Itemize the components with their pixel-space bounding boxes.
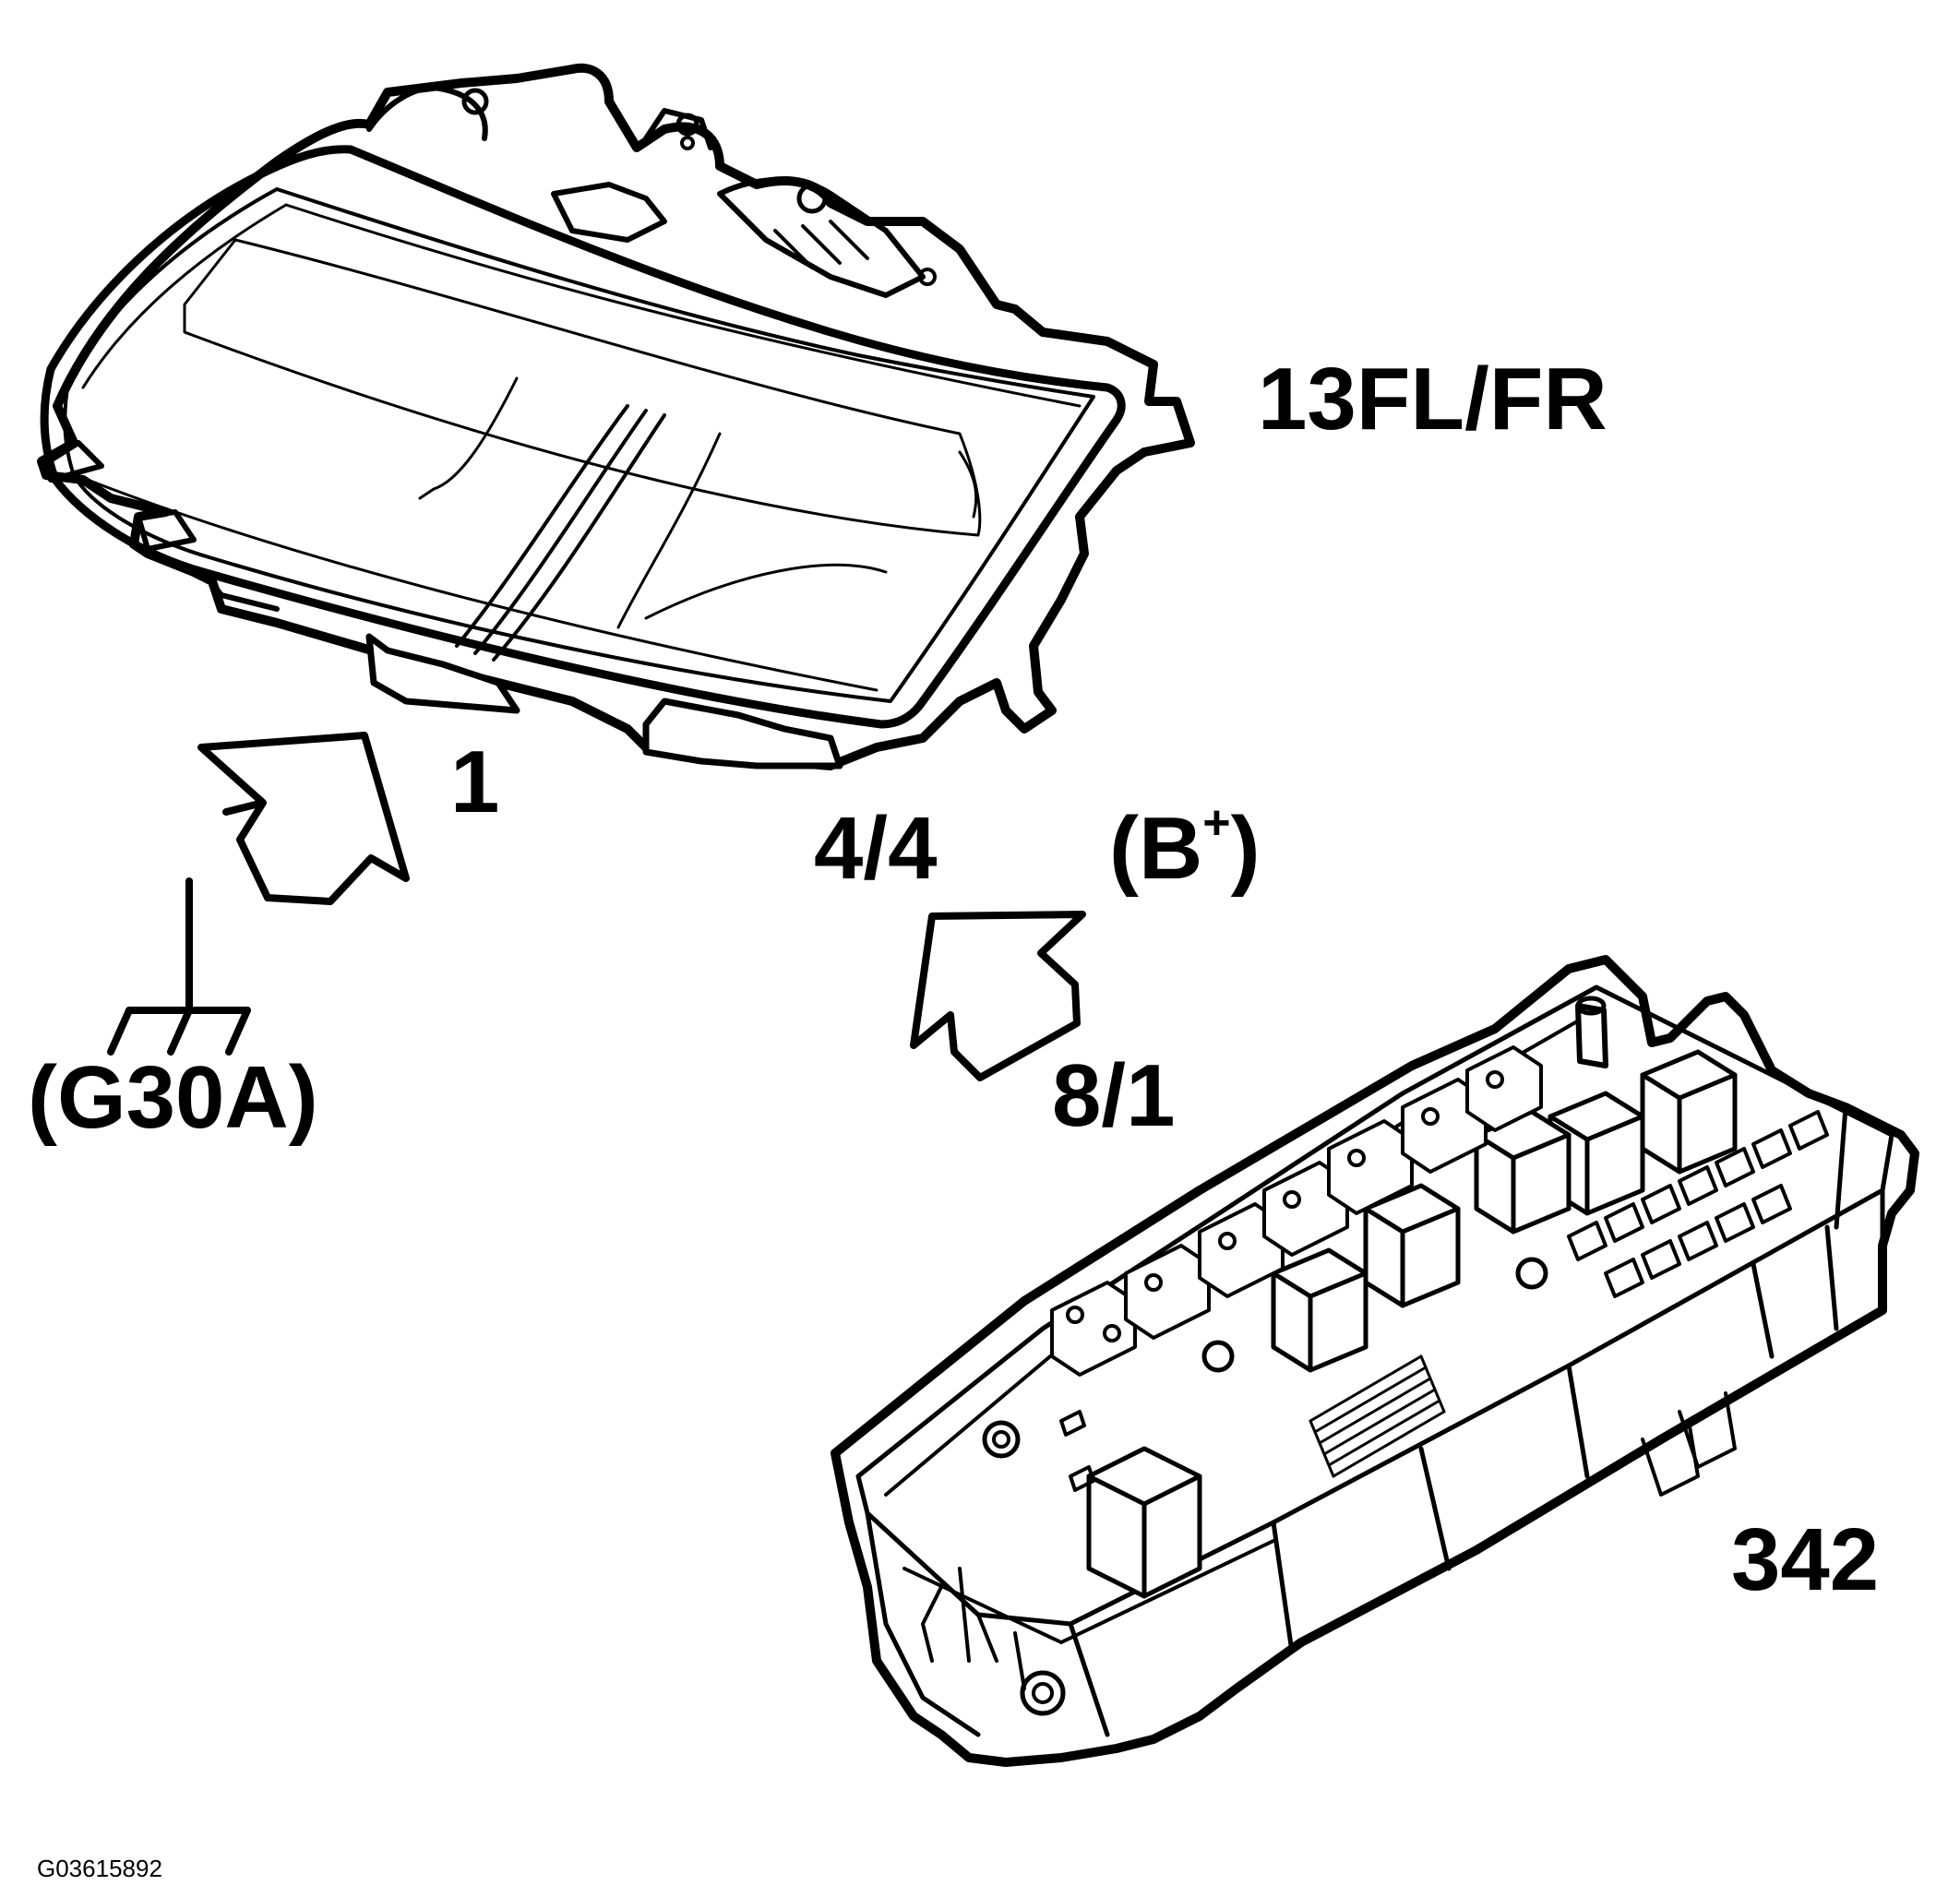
- arrow-icon-headlamp-ground: [197, 732, 410, 905]
- headlamp-pin-label: 1: [450, 733, 500, 831]
- headlamp-drawing: [37, 63, 1195, 770]
- battery-label-prefix: (B: [1109, 799, 1203, 898]
- battery-positive-label: (B+): [1109, 799, 1261, 893]
- ground-symbol-icon: [107, 877, 251, 1056]
- ground-label: (G30A): [28, 1048, 318, 1147]
- fuse-relay-box-drawing: [831, 955, 1919, 1767]
- battery-label-suffix: ): [1230, 799, 1261, 898]
- arrow-icon-fusebox-battery: [910, 911, 1086, 1081]
- connector-8-1-label: 8/1: [1052, 1046, 1176, 1145]
- figure-code: G03615892: [37, 1855, 162, 1882]
- battery-label-sup: +: [1202, 796, 1231, 850]
- fusebox-label: 342: [1731, 1510, 1880, 1609]
- connector-4-4-label: 4/4: [814, 799, 938, 898]
- headlamp-label: 13FL/FR: [1258, 350, 1607, 448]
